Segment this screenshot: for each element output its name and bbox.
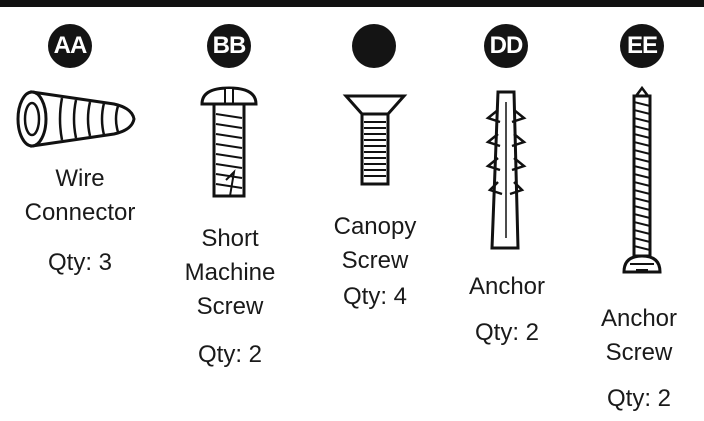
part-name-line: Canopy — [333, 213, 417, 240]
part-name-line: Screw — [196, 293, 264, 320]
top-rule — [0, 0, 704, 7]
part-name-line: Anchor — [468, 273, 546, 300]
part-name-line: Short — [201, 225, 259, 252]
part-badge-blank — [352, 24, 396, 68]
part-name-line: Screw — [341, 247, 409, 274]
part-badge-bb: BB — [207, 24, 251, 68]
short-machine-screw-icon — [200, 86, 258, 198]
part-name-line: Anchor — [600, 305, 678, 332]
part-badge-aa: AA — [48, 24, 92, 68]
part-name-line: Machine — [184, 259, 276, 286]
anchor-icon — [485, 90, 527, 250]
part-qty: Qty: 2 — [474, 319, 540, 346]
part-qty: Qty: 4 — [342, 283, 408, 310]
anchor-screw-icon — [622, 85, 662, 274]
part-qty: Qty: 2 — [606, 385, 672, 412]
part-badge-dd: DD — [484, 24, 528, 68]
wire-connector-icon — [16, 90, 136, 148]
part-name-line: Screw — [605, 339, 673, 366]
part-name-line: Wire — [55, 165, 105, 192]
part-badge-ee: EE — [620, 24, 664, 68]
part-name-line: Connector — [24, 199, 136, 226]
part-qty: Qty: 3 — [47, 249, 113, 276]
canopy-screw-icon — [342, 94, 408, 186]
part-qty: Qty: 2 — [197, 341, 263, 368]
